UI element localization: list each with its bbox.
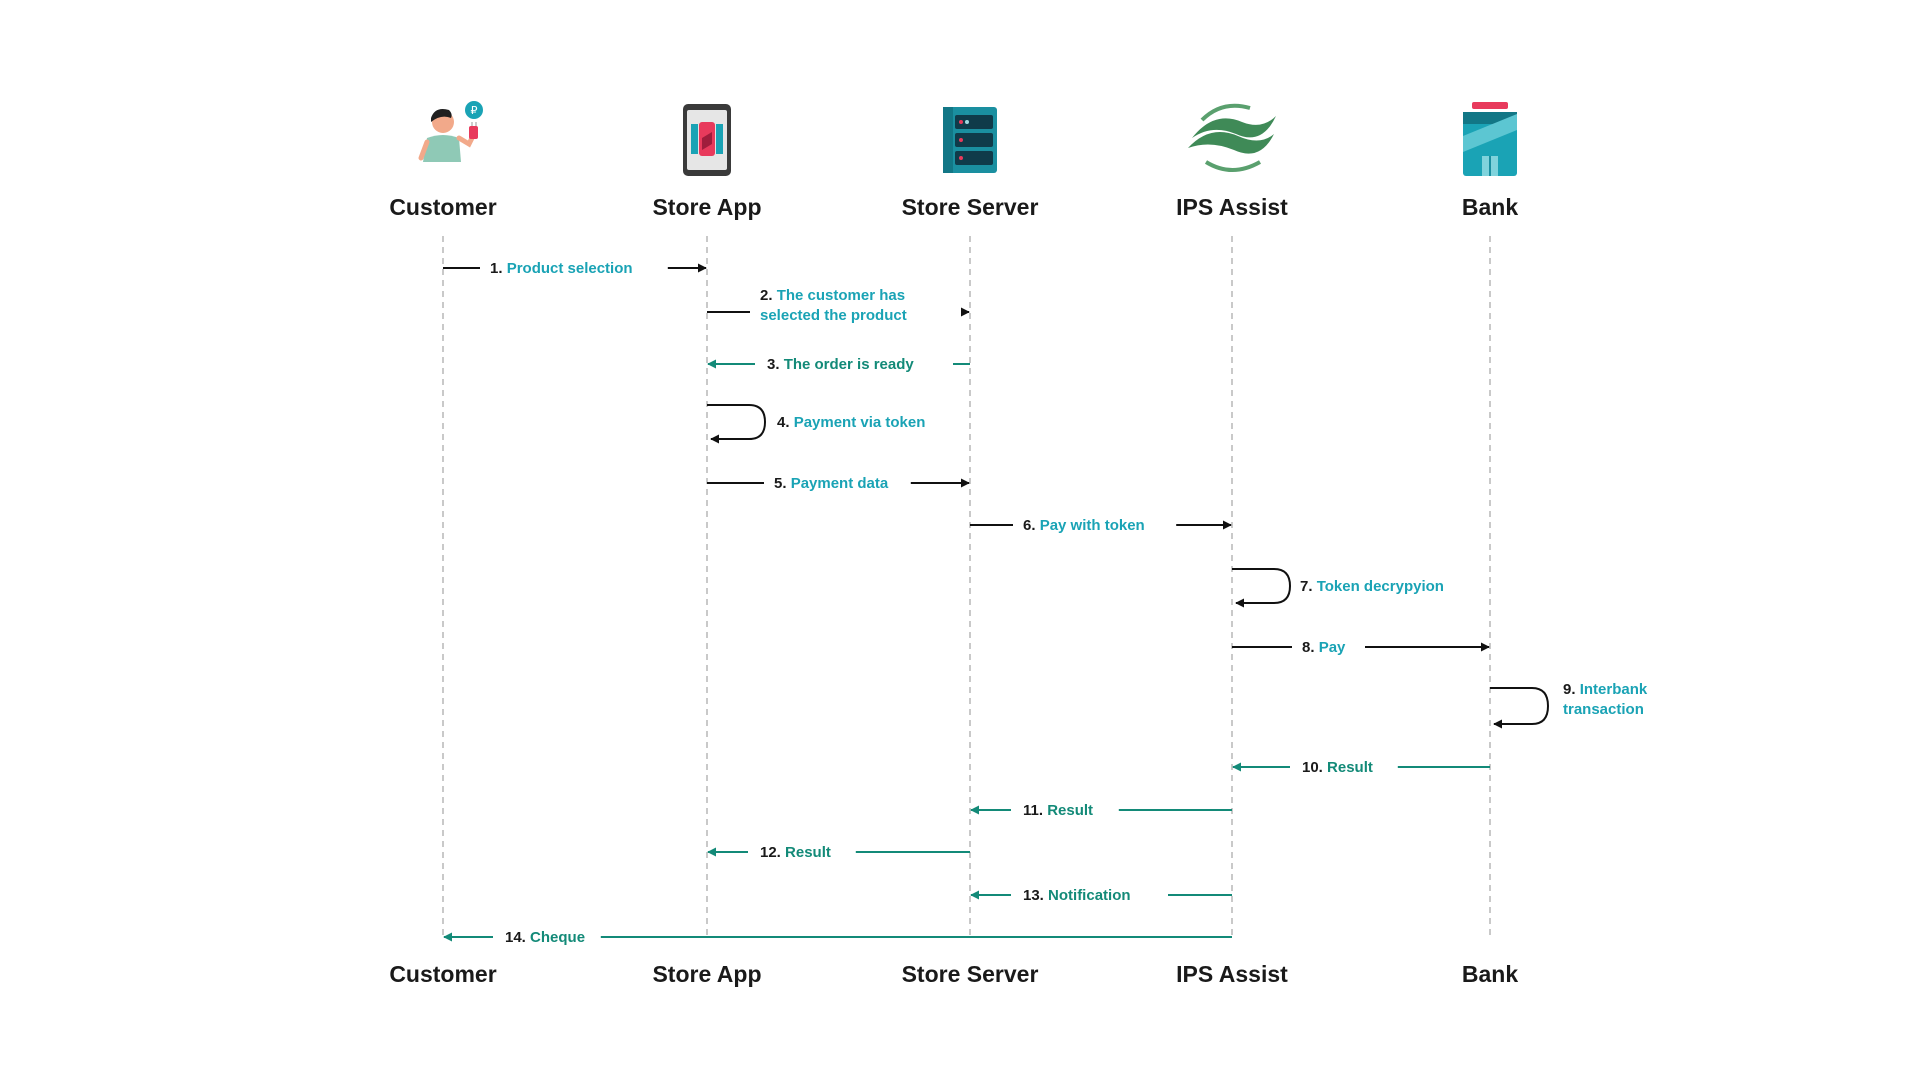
message-14: 14. Cheque xyxy=(443,929,1232,946)
phone-icon xyxy=(683,104,731,176)
actor-label-store-app: Store App xyxy=(652,194,761,220)
actor-label-store-server: Store Server xyxy=(902,194,1039,220)
message-12: 12. Result xyxy=(707,844,970,861)
message-text: The customer has xyxy=(777,287,905,304)
message-label: 11. Result xyxy=(1023,802,1093,819)
message-text: Pay xyxy=(1319,639,1346,656)
message-number: 7. xyxy=(1300,578,1317,595)
message-number: 14. xyxy=(505,929,530,946)
message-1: 1. Product selection xyxy=(443,260,707,277)
server-icon xyxy=(943,107,997,173)
message-label: 7. Token decrypyion xyxy=(1300,578,1444,595)
message-label: 4. Payment via token xyxy=(777,414,925,431)
message-2: 2. The customer has selected the product xyxy=(707,287,970,324)
ips-logo-icon xyxy=(1188,103,1276,172)
svg-text:₽: ₽ xyxy=(471,104,478,117)
message-label: 12. Result xyxy=(760,844,831,861)
actor-label-customer: Customer xyxy=(389,194,496,220)
message-text: Result xyxy=(1327,759,1373,776)
message-number: 10. xyxy=(1302,759,1327,776)
message-number: 3. xyxy=(767,356,784,373)
message-number: 12. xyxy=(760,844,785,861)
bank-icon xyxy=(1463,102,1517,176)
message-number: 11. xyxy=(1023,802,1047,819)
message-text: selected the product xyxy=(760,307,907,324)
message-label: 6. Pay with token xyxy=(1023,517,1145,534)
message-text: Result xyxy=(785,844,831,861)
message-number: 5. xyxy=(774,475,791,492)
message-5: 5. Payment data xyxy=(707,475,970,492)
message-label: 3. The order is ready xyxy=(767,356,914,373)
message-10: 10. Result xyxy=(1232,759,1490,776)
message-label: 14. Cheque xyxy=(505,929,585,946)
message-text: The order is ready xyxy=(784,356,915,373)
message-label: 10. Result xyxy=(1302,759,1373,776)
message-7: 7. Token decrypyion xyxy=(1232,568,1444,608)
message-number: 8. xyxy=(1302,639,1319,656)
message-3: 3. The order is ready xyxy=(707,356,970,373)
message-4: 4. Payment via token xyxy=(707,404,925,444)
message-text: Pay with token xyxy=(1040,517,1145,534)
message-8: 8. Pay xyxy=(1232,639,1490,656)
message-number: 4. xyxy=(777,414,794,431)
actor-label-store-app-bottom: Store App xyxy=(652,961,761,987)
actor-label-customer-bottom: Customer xyxy=(389,961,496,987)
message-6: 6. Pay with token xyxy=(970,517,1232,534)
message-label: 2. The customer has selected the product xyxy=(760,287,907,324)
message-text: Interbank xyxy=(1580,681,1648,698)
message-text: Product selection xyxy=(507,260,633,277)
actor-label-store-server-bottom: Store Server xyxy=(902,961,1039,987)
message-13: 13. Notification xyxy=(970,887,1232,904)
self-loop-arrow xyxy=(1232,568,1292,608)
message-label: 5. Payment data xyxy=(774,475,889,492)
message-label: 8. Pay xyxy=(1302,639,1346,656)
message-label: 13. Notification xyxy=(1023,887,1131,904)
self-loop-arrow xyxy=(1490,687,1550,729)
message-text: Notification xyxy=(1048,887,1131,904)
message-text: Payment data xyxy=(791,475,889,492)
actor-label-bank: Bank xyxy=(1462,194,1518,220)
message-text: Cheque xyxy=(530,929,585,946)
actor-label-ips-assist-bottom: IPS Assist xyxy=(1176,961,1288,987)
message-text: transaction xyxy=(1563,701,1644,718)
self-loop-arrow xyxy=(707,404,767,444)
message-group: 1. Product selection 2. The customer has s… xyxy=(443,260,1648,946)
actor-label-bank-bottom: Bank xyxy=(1462,961,1518,987)
message-text: Payment via token xyxy=(794,414,926,431)
message-11: 11. Result xyxy=(970,802,1232,819)
message-number: 13. xyxy=(1023,887,1048,904)
customer-icon: ₽ xyxy=(418,101,483,162)
message-number: 9. xyxy=(1563,681,1580,698)
message-label: 1. Product selection xyxy=(490,260,633,277)
message-label: 9. Interbank transaction xyxy=(1563,681,1648,718)
message-text: Result xyxy=(1047,802,1093,819)
actor-label-ips-assist: IPS Assist xyxy=(1176,194,1288,220)
message-text: Token decrypyion xyxy=(1317,578,1444,595)
message-9: 9. Interbank transaction xyxy=(1490,681,1648,729)
message-number: 2. xyxy=(760,287,777,304)
message-number: 1. xyxy=(490,260,507,277)
message-number: 6. xyxy=(1023,517,1040,534)
